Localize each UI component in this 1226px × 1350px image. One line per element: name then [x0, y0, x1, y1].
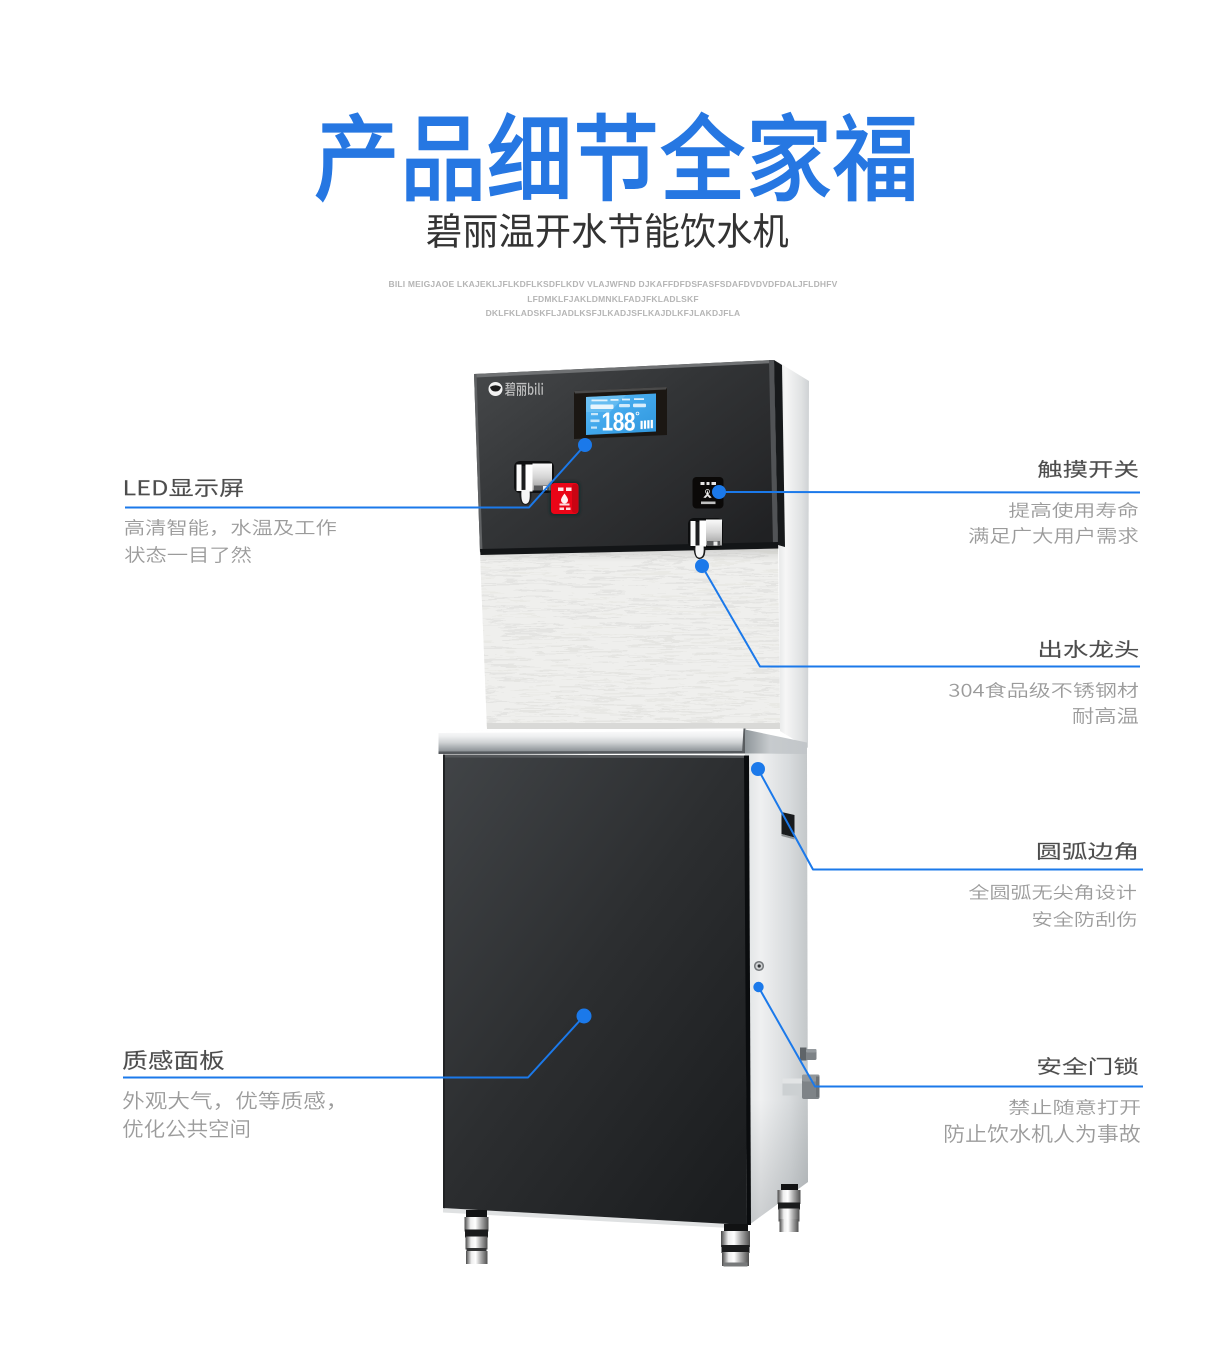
svg-text:188: 188: [602, 408, 636, 436]
